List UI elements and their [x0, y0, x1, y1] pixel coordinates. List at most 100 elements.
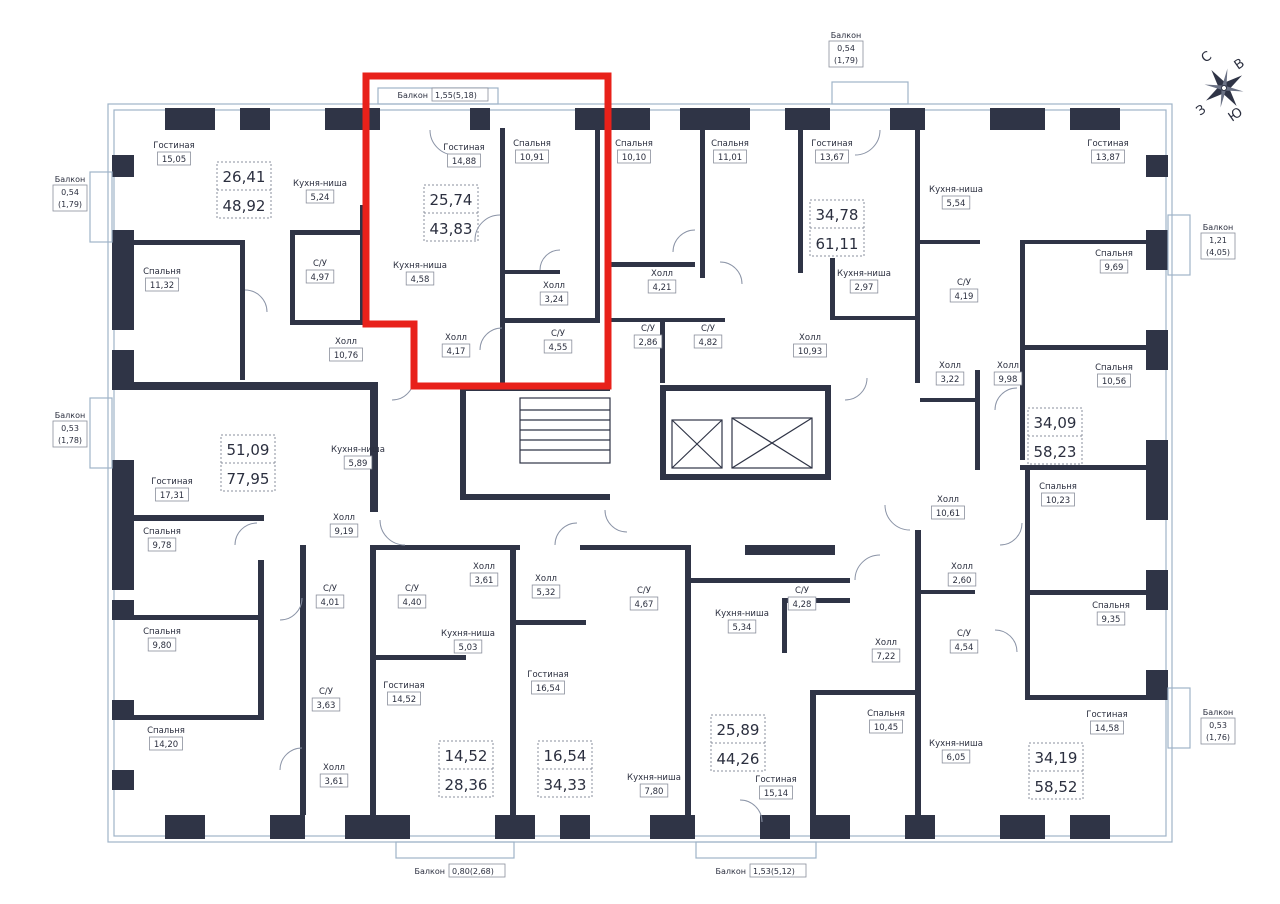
balcony-outlines [89, 81, 1191, 859]
room-label: Холл 3,22 [935, 361, 965, 386]
room-area: 2,86 [639, 338, 658, 348]
balcony-name: Балкон [55, 175, 85, 184]
room-area-frame [145, 277, 179, 292]
room-area-frame [447, 153, 481, 168]
room-area: 5,54 [947, 199, 966, 209]
apartment-total-area: 43,83 [430, 220, 473, 238]
room-area: 3,61 [475, 576, 494, 586]
room-area-frame [387, 691, 421, 706]
room-area-frame [633, 334, 663, 349]
room-area-frame [693, 334, 723, 349]
room-area: 5,89 [349, 459, 368, 469]
balcony-area: 0,54 [837, 44, 855, 53]
room-area-frame [793, 343, 827, 358]
room-name: Холл [939, 361, 961, 371]
room-name: Гостиная [153, 141, 194, 151]
room-area: 4,01 [321, 598, 340, 608]
balcony-area-total: (1,79) [58, 200, 82, 209]
apartment-total-area: 77,95 [227, 470, 270, 488]
balcony-name: Балкон [831, 31, 861, 40]
room-label: Гостиная 15,05 [153, 141, 195, 166]
balcony-area-frame [448, 863, 506, 878]
room-area-frame [1099, 259, 1129, 274]
balcony-label: Балкон 0,80(2,68) [415, 863, 506, 878]
room-area-frame [993, 371, 1023, 386]
room-label: С/У 3,63 [311, 687, 341, 712]
balcony-area-frame [828, 40, 864, 68]
room-name: С/У [319, 687, 334, 697]
apartment-total-area: 28,36 [445, 776, 488, 794]
room-area: 5,34 [733, 623, 752, 633]
room-area: 11,01 [718, 153, 742, 163]
room-area-frame [727, 619, 757, 634]
room-area: 15,05 [162, 155, 186, 165]
room-name: Спальня [143, 627, 181, 637]
room-name: Кухня-ниша [331, 445, 385, 455]
room-area: 15,14 [764, 789, 788, 799]
room-area: 10,93 [798, 347, 822, 357]
room-name: Кухня-ниша [293, 179, 347, 189]
compass-rose-icon [1204, 68, 1244, 108]
balcony-name: Балкон [1203, 708, 1233, 717]
room-name: Холл [799, 333, 821, 343]
room-area-frame [629, 596, 659, 611]
apartment-total-area: 58,23 [1034, 443, 1077, 461]
room-area-frame [1097, 373, 1131, 388]
room-area: 3,22 [941, 375, 960, 385]
selected-apartment-outline [362, 72, 612, 390]
room-area-frame [1041, 492, 1075, 507]
room-area-frame [155, 487, 189, 502]
room-area: 9,69 [1105, 263, 1124, 273]
room-name: Гостиная [383, 681, 424, 691]
room-area-frame [1091, 149, 1125, 164]
room-label: Кухня-ниша 5,89 [331, 445, 385, 470]
room-name: Холл [445, 333, 467, 343]
compass-south: Ю [1226, 105, 1246, 125]
room-area: 10,61 [936, 509, 960, 519]
room-area-frame [713, 149, 747, 164]
room-area-frame [949, 288, 979, 303]
room-area: 3,63 [317, 701, 336, 711]
balcony-area: 0,54 [61, 188, 79, 197]
room-label: С/У4,54 [949, 629, 979, 654]
room-area: 4,54 [955, 643, 974, 653]
room-area-frame [147, 637, 177, 652]
room-area: 5,32 [537, 588, 556, 598]
room-area-frame [617, 149, 651, 164]
apartment-living-area: 26,41 [223, 168, 266, 186]
room-area: 14,58 [1095, 724, 1119, 734]
balcony-area-frame [1200, 717, 1236, 745]
room-area: 16,54 [536, 684, 560, 694]
balcony-name: Балкон [415, 867, 445, 876]
room-name: Гостиная [1087, 139, 1128, 149]
room-area: 10,76 [334, 351, 358, 361]
room-area: 9,35 [1102, 615, 1121, 625]
room-area-frame [539, 291, 569, 306]
exterior-walls [112, 108, 1168, 839]
balcony-area: 0,80(2,68) [452, 867, 494, 876]
